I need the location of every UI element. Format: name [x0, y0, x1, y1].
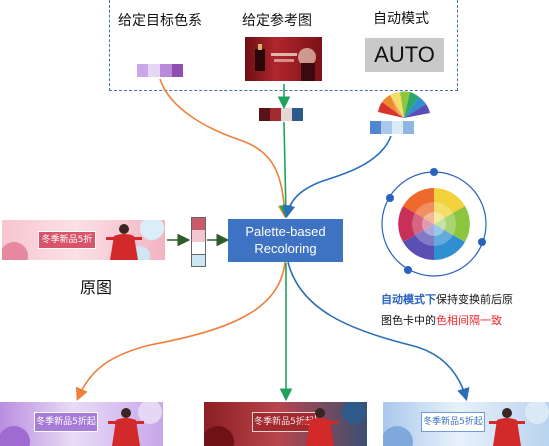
model-figure	[108, 408, 144, 446]
arrow-to-result-3	[287, 261, 470, 402]
reference-image-label: 给定参考图	[242, 13, 312, 29]
result-banner-3: 冬季新品5折起	[383, 402, 549, 446]
color-fan-icon	[378, 91, 430, 118]
recoloring-box: Palette-based Recoloring	[228, 219, 343, 262]
reference-swatch	[270, 108, 281, 121]
result-banner-1: 冬季新品5折起	[0, 402, 163, 446]
auto-mode-label: 自动模式	[373, 11, 429, 27]
note-text-1: 保持变换前后原	[436, 293, 513, 306]
recoloring-line-2: Recoloring	[254, 241, 317, 256]
original-swatch	[191, 242, 206, 254]
target-swatch	[137, 64, 148, 77]
target-swatch	[172, 64, 183, 77]
auto-swatch	[403, 121, 414, 134]
reference-swatch	[281, 108, 292, 121]
reference-swatch	[292, 108, 303, 121]
auto-swatch	[370, 121, 381, 134]
arrow-palette-to-recolor	[279, 121, 293, 219]
reference-image	[245, 37, 322, 81]
original-swatch	[191, 254, 206, 267]
color-wheel-icon	[381, 168, 487, 277]
result-banner-1-decor	[0, 402, 162, 446]
auto-swatch	[392, 121, 403, 134]
note-text-2: 图色卡中的	[381, 314, 436, 327]
auto-swatch	[381, 121, 392, 134]
model-figure	[489, 408, 525, 446]
original-swatch	[191, 230, 206, 242]
result-banner-1-text: 冬季新品5折起	[34, 412, 98, 432]
arrow-target-to-recolor	[159, 78, 291, 219]
original-banner-text: 冬季新品5折	[38, 231, 96, 249]
result-banner-3-decor	[383, 402, 549, 446]
note-highlight-auto: 自动模式下	[381, 293, 436, 306]
arrow-auto-to-recolor	[282, 135, 392, 219]
result-banner-2: 冬季新品5折起	[204, 402, 367, 446]
auto-mode-note-line-1: 自动模式下保持变换前后原	[381, 291, 513, 307]
result-banner-2-text: 冬季新品5折起	[252, 412, 316, 432]
auto-button[interactable]: AUTO	[365, 38, 444, 72]
arrow-to-result-1	[75, 261, 286, 401]
model-figure	[106, 224, 142, 260]
target-palette-label: 给定目标色系	[118, 13, 202, 29]
model-figure	[302, 408, 338, 446]
original-banner: 冬季新品5折	[2, 220, 165, 260]
target-swatch	[148, 64, 160, 77]
original-swatch	[191, 217, 206, 231]
reference-swatch	[259, 108, 270, 121]
result-banner-3-text: 冬季新品5折起	[421, 412, 485, 432]
auto-mode-note-line-2: 图色卡中的色相间隔一致	[381, 312, 502, 328]
target-swatch	[160, 64, 172, 77]
recoloring-line-1: Palette-based	[245, 224, 326, 239]
original-image-label: 原图	[80, 278, 113, 297]
note-highlight-hue: 色相间隔一致	[436, 314, 502, 327]
reference-image-art	[255, 44, 316, 81]
result-banner-2-decor	[204, 402, 366, 446]
